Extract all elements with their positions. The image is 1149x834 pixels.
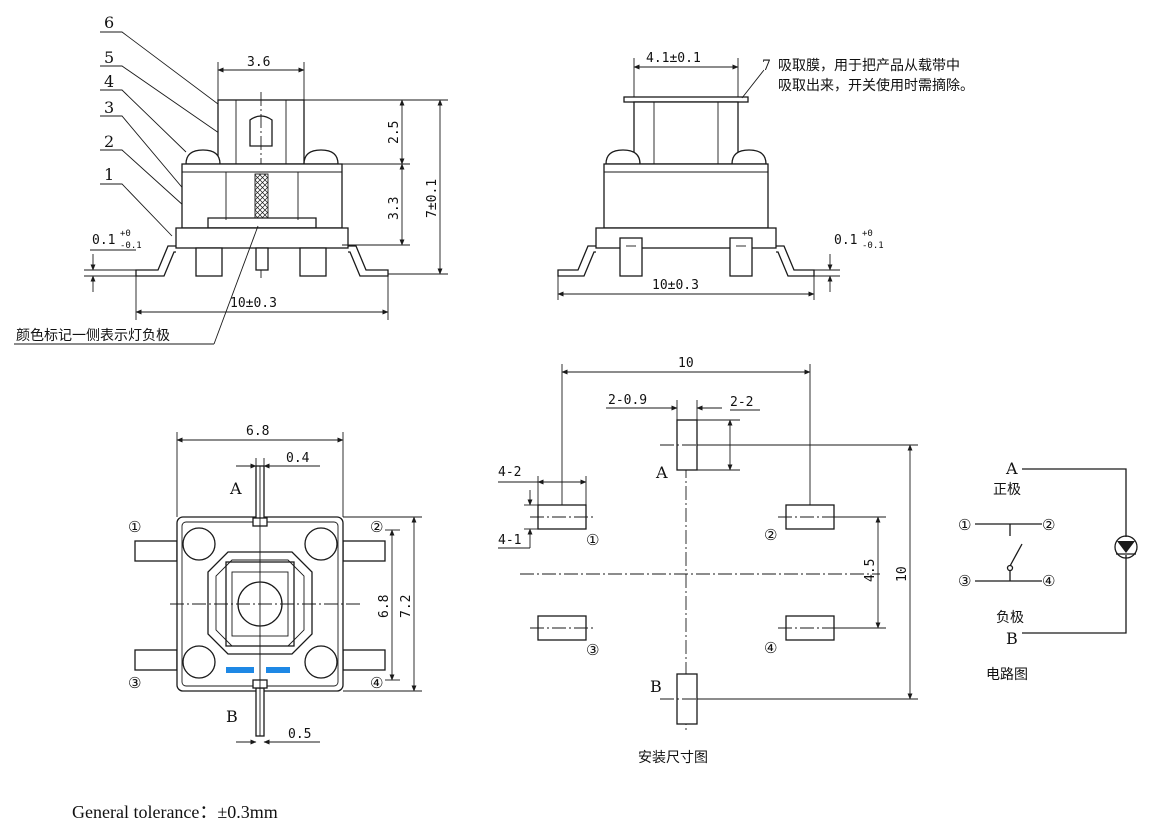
footprint-label-b: B	[650, 677, 662, 696]
top-pin-3: ③	[128, 674, 141, 692]
footprint-pin-1: ①	[586, 531, 599, 549]
part-label-5: 5	[104, 48, 114, 67]
footprint-pin-4: ④	[764, 639, 777, 657]
dim-width-bottom-front: 10±0.3	[652, 278, 699, 293]
dim-lead-width-top: 0.4	[286, 451, 310, 466]
top-pin-4: ④	[370, 674, 383, 692]
polarity-color-marker-left	[226, 667, 254, 673]
dim-footprint-width: 10	[678, 356, 694, 371]
dim-footprint-height: 10	[895, 566, 910, 582]
top-label-a: A	[229, 479, 242, 498]
dim-width-top: 3.6	[247, 55, 270, 70]
circuit-label-positive: 正极	[993, 482, 1021, 498]
circuit-pin-4: ④	[1042, 572, 1055, 590]
polarity-note: 颜色标记一侧表示灯负极	[16, 327, 170, 344]
dim-lead-offset-left: 0.1	[92, 233, 115, 248]
part-callouts: 6 5 4 3 2 1	[100, 13, 263, 237]
circuit-diagram: A 正极 ① ② ③ ④ 负极 B 电路图	[958, 459, 1138, 683]
dim-lead-offset-left-sup: +0	[120, 229, 131, 239]
top-label-b: B	[226, 707, 238, 726]
part-label-1: 1	[104, 165, 114, 184]
dim-film-width: 4.1±0.1	[646, 51, 701, 66]
top-view: 6.8 0.4 A 0.5 B 6.8 7.2 ① ② ③ ④	[128, 424, 422, 745]
dim-lead-offset-right: 0.1	[834, 233, 857, 248]
dim-height-top: 2.5	[387, 121, 402, 144]
side-dimensions: 3.6 2.5 3.3 7±0.1 0.1 +0 -0.1 10±0.3	[14, 55, 448, 345]
circuit-label-negative: 负极	[996, 610, 1024, 626]
circuit-caption: 电路图	[986, 667, 1028, 683]
dim-width-bottom: 10±0.3	[230, 296, 277, 311]
circuit-pin-3: ③	[958, 572, 971, 590]
general-tolerance: General tolerance：±0.3mm	[72, 802, 278, 822]
part-label-3: 3	[104, 98, 114, 117]
film-note-line-2: 吸取出来，开关使用时需摘除。	[778, 77, 974, 94]
part-label-6: 6	[104, 13, 114, 32]
side-view: 6 5 4 3 2 1	[14, 13, 448, 345]
film-note-line-1: 吸取膜，用于把产品从载带中	[778, 58, 960, 74]
dim-lead-offset-right-sup: +0	[862, 229, 873, 239]
footprint-pin-3: ③	[586, 641, 599, 659]
circuit-pin-2: ②	[1042, 516, 1055, 534]
footprint-pin-2: ②	[764, 526, 777, 544]
polarity-color-marker-right	[266, 667, 290, 673]
circuit-pin-1: ①	[958, 516, 971, 534]
dim-pad-a-width: 2-0.9	[608, 393, 647, 408]
dim-lead-offset-right-sub: -0.1	[862, 241, 884, 251]
dim-pad-a-height: 2-2	[730, 395, 753, 410]
film-note-number: 7	[762, 58, 771, 74]
footprint-view: 10 10 4.5 2-0.9 2-2 4-2 4-1 A B ① ②	[498, 356, 918, 766]
footprint-label-a: A	[655, 463, 668, 482]
circuit-label-a: A	[1005, 459, 1018, 478]
dim-lead-offset-left-sub: -0.1	[120, 241, 142, 251]
dim-height-total: 7±0.1	[425, 179, 440, 218]
part-label-2: 2	[104, 132, 114, 151]
circuit-label-b: B	[1006, 629, 1018, 648]
footprint-caption: 安装尺寸图	[638, 750, 708, 766]
part-label-4: 4	[104, 72, 114, 91]
dim-top-height-inner: 6.8	[377, 595, 392, 618]
dim-pad-length: 4-2	[498, 465, 521, 480]
dim-top-width: 6.8	[246, 424, 269, 439]
dim-pad-spacing: 4.5	[863, 559, 878, 582]
top-pin-2: ②	[370, 518, 383, 536]
dim-height-mid: 3.3	[387, 197, 402, 220]
top-pin-1: ①	[128, 518, 141, 536]
dim-top-height-outer: 7.2	[399, 595, 414, 618]
dim-pad-width: 4-1	[498, 533, 521, 548]
dim-lead-width-bottom: 0.5	[288, 727, 311, 742]
front-view: 4.1±0.1 7 吸取膜，用于把产品从载带中 吸取出来，开关使用时需摘除。 0…	[557, 51, 974, 300]
